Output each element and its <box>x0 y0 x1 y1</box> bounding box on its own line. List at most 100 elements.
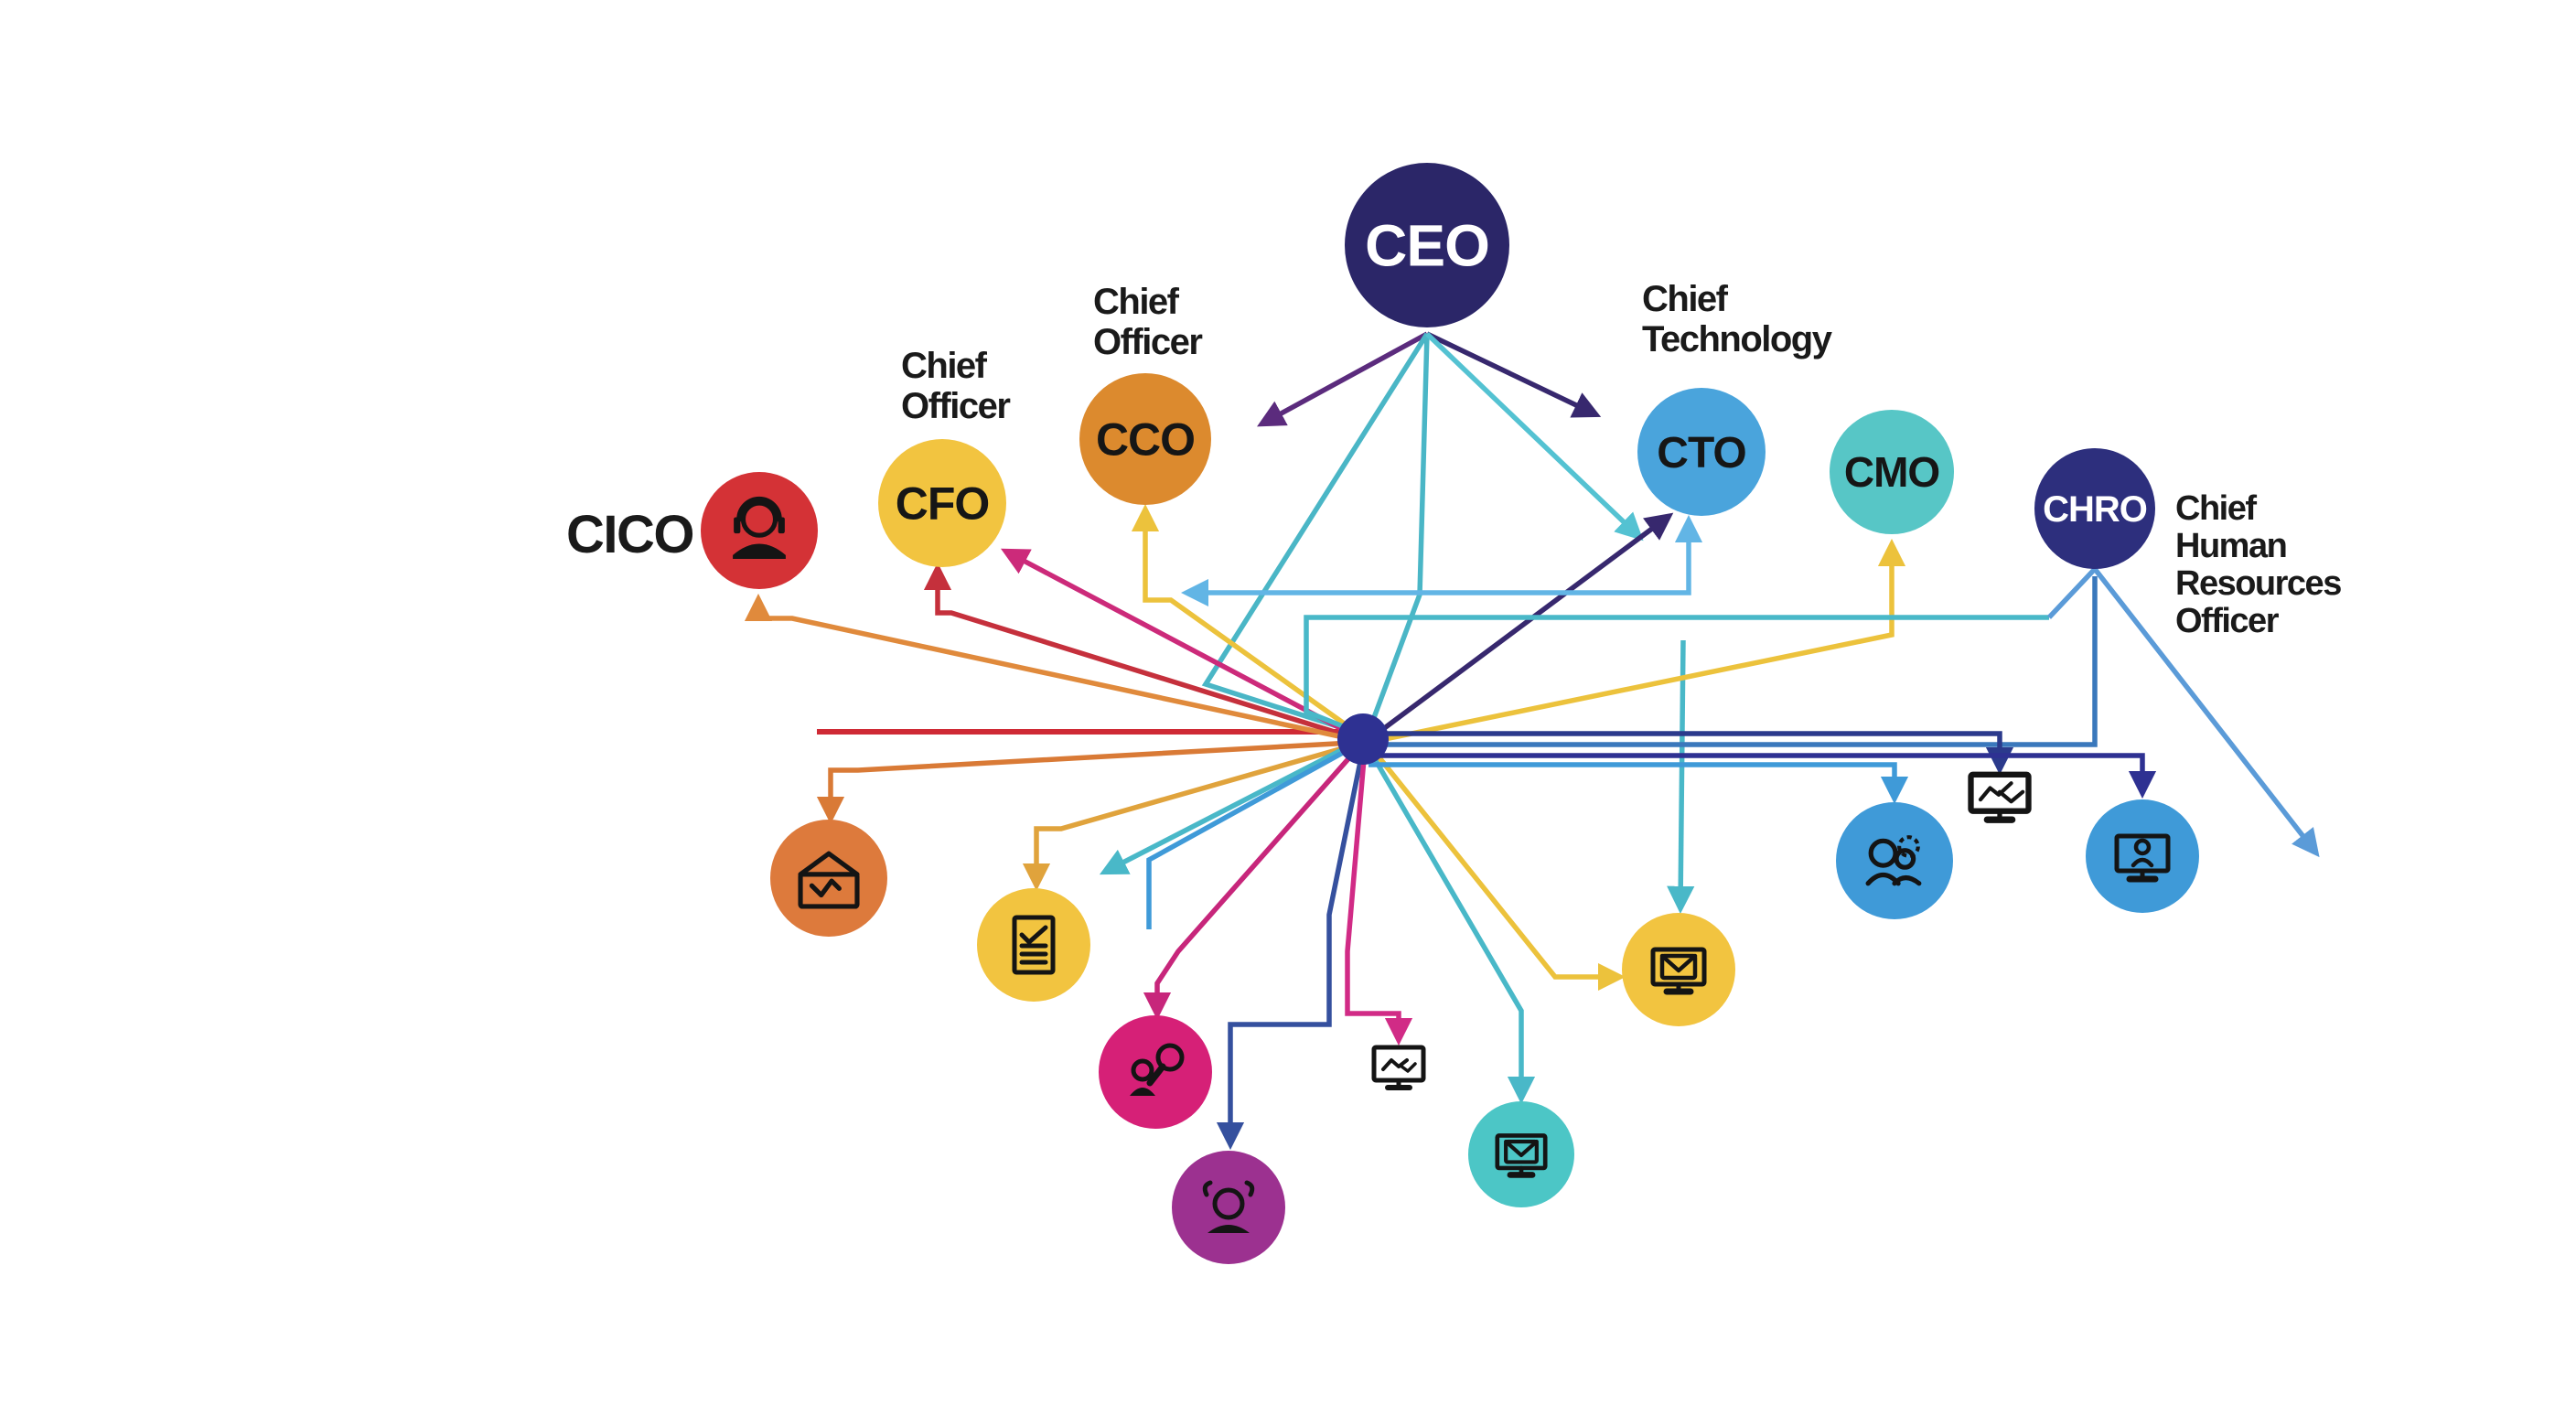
people-gear-icon <box>1865 835 1922 886</box>
node-cto: CTO <box>1637 388 1766 516</box>
node-ceo: CEO <box>1345 163 1509 327</box>
icon-part <box>733 543 786 559</box>
mail-monitor-icon <box>1650 947 1707 995</box>
node-cmo-label: CMO <box>1844 448 1939 496</box>
hub-teal-right-line <box>1304 615 2049 733</box>
node-cco-circle <box>1079 373 1211 505</box>
cico-label-line-1: CICO <box>566 505 693 564</box>
icon-part <box>2131 857 2154 868</box>
icon-part <box>798 872 860 909</box>
hub-to-yellow-report <box>1022 742 1357 892</box>
node-chro-label: CHRO <box>2043 489 2147 530</box>
cco-caption-line-2: Officer <box>1093 322 1202 362</box>
hub-to-cmo-yellow <box>1375 538 1906 744</box>
icon-part <box>1155 1043 1185 1072</box>
nodes-layer: CEO CCO CFO CTO CMO CHRO <box>701 163 2199 1264</box>
chro-caption-line-1: Chief <box>2175 489 2257 528</box>
icon-part <box>1659 953 1698 981</box>
icon-part <box>1659 953 1698 973</box>
hub-blue-bend-line <box>1146 742 1359 929</box>
node-cfo-circle <box>878 439 1006 567</box>
hub-navy-to-cto <box>1370 512 1674 740</box>
cfo-caption-line-1: Chief <box>901 346 988 386</box>
monitor-person-icon <box>2114 833 2171 883</box>
node-orange-mail-circle <box>770 820 887 937</box>
icon-part <box>1892 875 1922 886</box>
ceo-to-cco-arrow <box>1257 331 1429 427</box>
node-cco-label: CCO <box>1096 414 1195 466</box>
cto-caption-line-2: Technology <box>1642 319 1833 359</box>
ceo-right-teal-arrow <box>1425 332 1644 542</box>
icon-part <box>1208 1225 1250 1233</box>
node-orange-mail <box>770 820 887 937</box>
node-blue-monitor <box>2086 799 2199 913</box>
ceo-to-cto-arrow <box>1425 331 1602 418</box>
cco-caption-line-1: Chief <box>1093 282 1180 322</box>
icon-part <box>1894 848 1916 870</box>
hub-blue-to-blue-people <box>1368 762 1909 805</box>
monitor-chart-mail <box>1968 771 2032 823</box>
node-cmo: CMO <box>1830 410 1954 534</box>
node-hub <box>1337 713 1389 765</box>
node-cico-circle <box>701 472 818 589</box>
teal-down-to-yellow-mail <box>1667 639 1695 915</box>
icon-part <box>1381 1058 1409 1071</box>
hub-to-mini-monitor <box>1345 747 1413 1046</box>
icon-part <box>1978 781 2013 802</box>
node-yellow-report <box>977 888 1090 1002</box>
free-icons-layer <box>1371 771 2032 1090</box>
icon-part <box>1131 1058 1154 1082</box>
hub-to-cco-yellow <box>1131 503 1358 735</box>
chro-caption-line-4: Officer <box>2175 602 2280 640</box>
hub-to-teal-mail <box>1366 746 1536 1105</box>
cico-label: CICO <box>566 505 693 564</box>
icon-part <box>1130 1088 1155 1096</box>
hub-navy-to-blue-monitor <box>1370 753 2157 799</box>
hub-to-cico-orange <box>744 593 1353 742</box>
chro-caption-line-3: Resources <box>2175 564 2341 603</box>
icon-part <box>1244 1180 1255 1197</box>
chro-caption-line-2: Human <box>2175 527 2286 565</box>
node-cico <box>701 472 818 589</box>
icon-part <box>740 500 778 538</box>
person-headset-icon <box>733 496 786 559</box>
mini-monitor-chart <box>1371 1045 1426 1090</box>
hub-to-cfo-magenta <box>1000 548 1356 738</box>
node-cto-label: CTO <box>1657 429 1745 477</box>
icon-part <box>1868 838 1898 868</box>
icon-part <box>734 517 741 534</box>
node-cfo: CFO <box>878 439 1006 567</box>
node-cto-circle <box>1637 388 1766 516</box>
hub-teal-downleft-arrow <box>1099 740 1358 875</box>
node-cmo-circle <box>1830 410 1954 534</box>
node-chro-circle <box>2034 448 2155 569</box>
monitor-chart-icon <box>1371 1045 1426 1090</box>
icon-part <box>1504 1139 1539 1164</box>
icon-part <box>809 878 842 898</box>
mail-chart-icon <box>798 851 860 909</box>
person-presenting-icon <box>1130 1043 1185 1096</box>
node-blue-people <box>1836 802 1953 919</box>
report-chart-icon <box>1012 915 1056 975</box>
icon-part <box>1202 1180 1213 1197</box>
node-cco: CCO <box>1079 373 1211 505</box>
icon-part <box>1212 1187 1245 1220</box>
hub-to-cfo-red <box>923 562 1353 740</box>
node-purple-person <box>1172 1151 1285 1264</box>
person-thinking-icon <box>1202 1180 1255 1233</box>
icon-part <box>798 851 860 877</box>
icon-part <box>2133 838 2152 856</box>
node-teal-mail <box>1468 1101 1574 1207</box>
icon-part <box>1012 915 1056 975</box>
node-ceo-label: CEO <box>1365 212 1489 278</box>
icon-part <box>778 517 785 534</box>
icon-part <box>1997 789 2025 804</box>
cfo-caption-line-2: Officer <box>901 386 1010 426</box>
